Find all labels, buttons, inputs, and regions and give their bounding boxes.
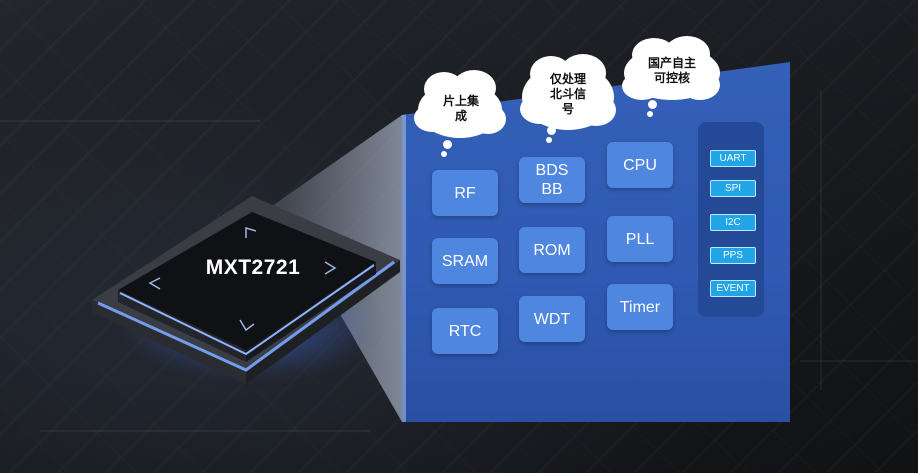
interface-uart: UART	[710, 150, 756, 167]
bubble-text: 片上集 成	[442, 94, 479, 123]
block-rtc: RTC	[432, 308, 498, 354]
block-pll: PLL	[607, 216, 673, 262]
block-wdt: WDT	[519, 296, 585, 342]
bubble-text: 仅处理 北斗信 号	[549, 72, 586, 116]
board-trace	[800, 360, 918, 362]
interface-i2c: I2C	[710, 214, 756, 231]
board-trace	[820, 90, 822, 390]
chip-label: MXT2721	[205, 256, 301, 279]
interface-pps: PPS	[710, 247, 756, 264]
block-timer: Timer	[607, 284, 673, 330]
board-trace	[0, 120, 260, 122]
bubble-text: 国产自主 可控核	[647, 56, 696, 85]
block-cpu: CPU	[607, 142, 673, 188]
interface-event: EVENT	[710, 280, 756, 297]
interface-spi: SPI	[710, 180, 756, 197]
board-trace	[40, 430, 370, 432]
block-rf: RF	[432, 170, 498, 216]
block-bds-bb: BDS BB	[519, 157, 585, 203]
block-sram: SRAM	[432, 238, 498, 284]
block-rom: ROM	[519, 227, 585, 273]
